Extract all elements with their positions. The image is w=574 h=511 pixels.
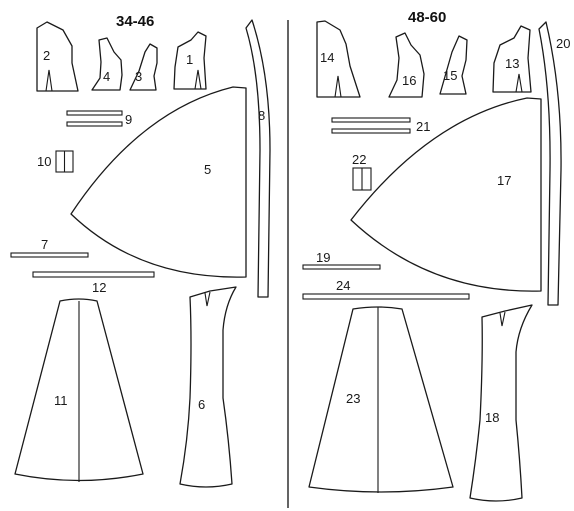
piece-label-8: 8 (258, 108, 265, 123)
piece-label-14: 14 (320, 50, 334, 65)
pattern-piece-18: 18 (469, 304, 533, 502)
pattern-piece-2: 2 (36, 21, 79, 92)
pattern-piece-1: 1 (173, 31, 207, 90)
pattern-piece-6: 6 (179, 286, 237, 488)
pattern-piece-3: 3 (129, 43, 158, 91)
piece-label-9: 9 (125, 112, 132, 127)
pattern-piece-22: 22 (352, 152, 372, 191)
pattern-piece-23: 23 (308, 306, 454, 493)
piece-label-20: 20 (556, 36, 570, 51)
piece-label-2: 2 (43, 48, 50, 63)
pattern-piece-17: 17 (350, 97, 542, 292)
piece-label-24: 24 (336, 278, 350, 293)
pattern-piece-24: 24 (302, 278, 470, 300)
piece-label-11: 11 (54, 393, 68, 408)
size-title-left: 34-46 (116, 13, 154, 30)
pattern-piece-7: 7 (10, 237, 89, 258)
piece-label-21: 21 (416, 119, 430, 134)
pattern-piece-16: 16 (388, 32, 425, 98)
pattern-piece-20: 20 (538, 21, 570, 306)
pattern-piece-14: 14 (316, 20, 361, 98)
piece-label-23: 23 (346, 391, 360, 406)
piece-label-4: 4 (103, 69, 110, 84)
piece-label-5: 5 (204, 162, 211, 177)
piece-label-15: 15 (443, 68, 457, 83)
piece-label-13: 13 (505, 56, 519, 71)
size-title-right: 48-60 (408, 9, 446, 26)
pattern-piece-13: 13 (492, 25, 532, 93)
pattern-piece-9: 9 (66, 110, 132, 127)
pattern-piece-15: 15 (439, 35, 468, 95)
piece-label-6: 6 (198, 397, 205, 412)
pattern-piece-12: 12 (32, 271, 155, 295)
piece-label-17: 17 (497, 173, 511, 188)
piece-label-22: 22 (352, 152, 366, 167)
pattern-piece-11: 11 (14, 298, 144, 482)
piece-label-3: 3 (135, 69, 142, 84)
pattern-piece-10: 10 (37, 150, 74, 173)
pattern-piece-5: 5 (70, 86, 247, 278)
piece-label-1: 1 (186, 52, 193, 67)
pattern-piece-8: 8 (245, 19, 271, 298)
piece-label-7: 7 (41, 237, 48, 252)
piece-label-18: 18 (485, 410, 499, 425)
piece-label-10: 10 (37, 154, 51, 169)
pattern-piece-4: 4 (91, 37, 123, 91)
piece-label-19: 19 (316, 250, 330, 265)
piece-label-12: 12 (92, 280, 106, 295)
piece-label-16: 16 (402, 73, 416, 88)
pattern-piece-19: 19 (302, 250, 381, 270)
pattern-piece-21: 21 (331, 117, 430, 134)
